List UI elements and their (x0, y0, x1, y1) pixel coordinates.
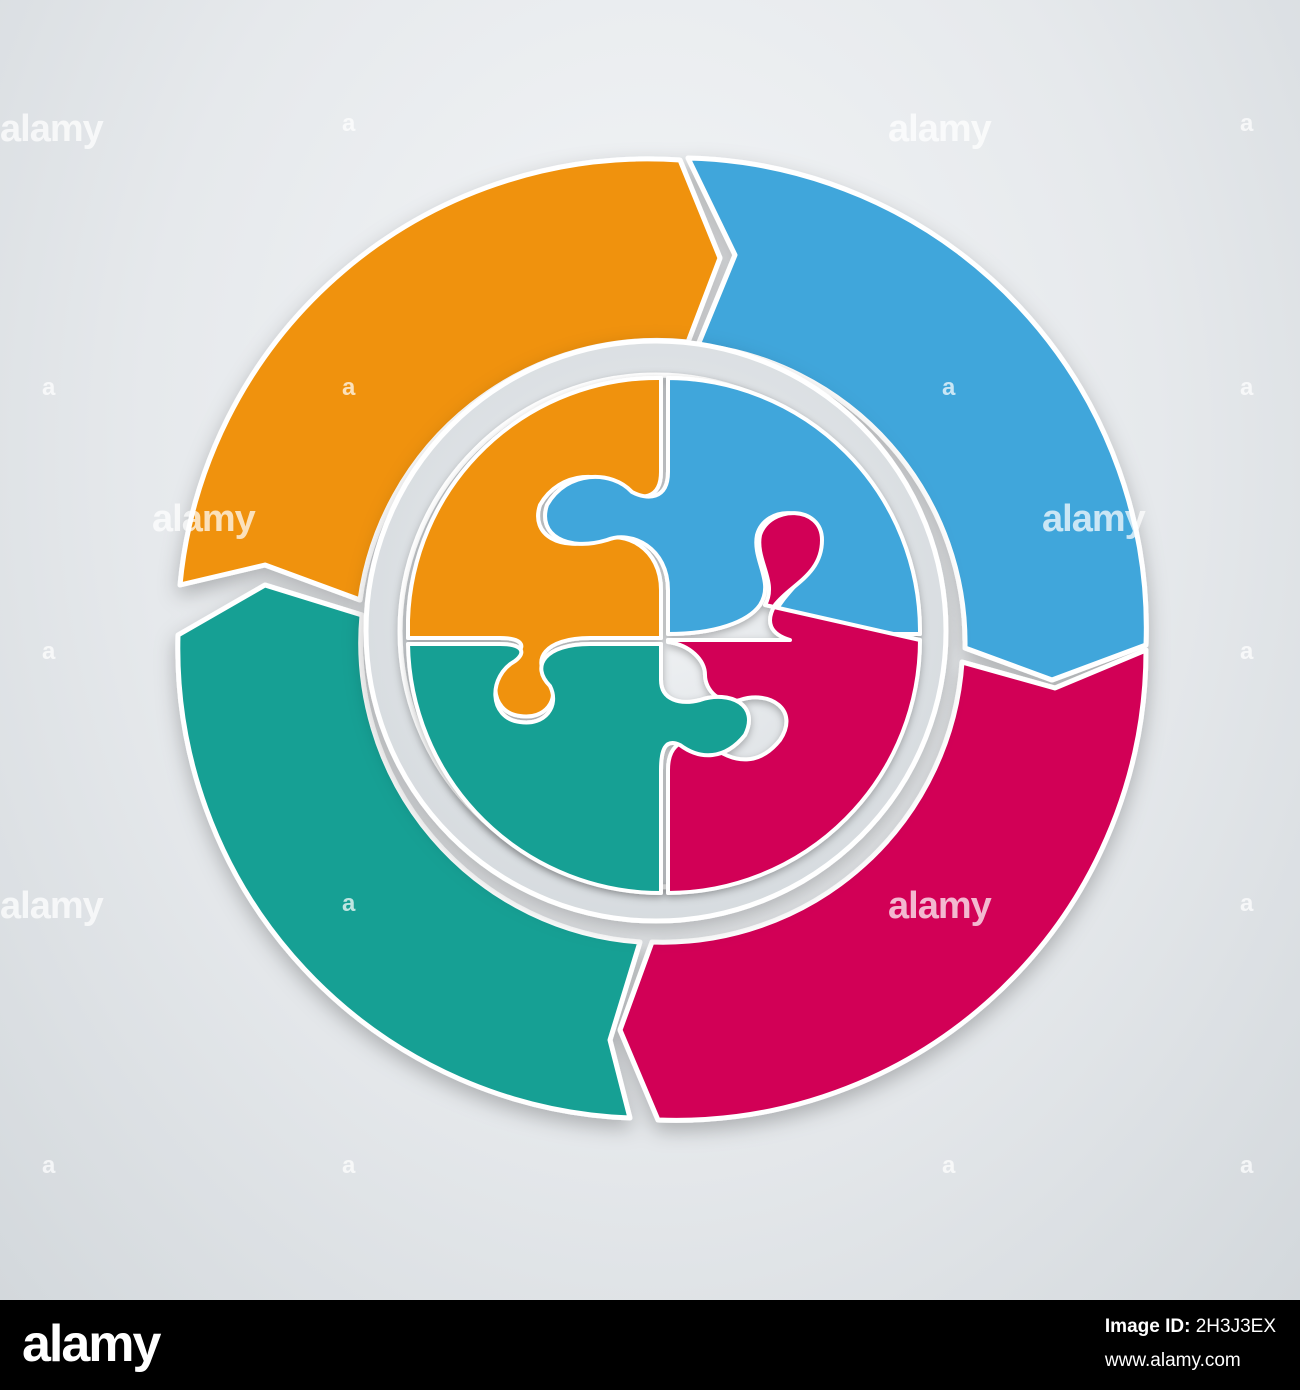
arrow-segment-blue (685, 155, 1149, 683)
watermark-letter: a (42, 638, 56, 665)
watermark-text: alamy (888, 108, 992, 150)
watermark-text: alamy (0, 108, 104, 150)
watermark-letter: a (1240, 890, 1254, 917)
watermark-letter: a (342, 374, 356, 401)
image-id-label: Image ID: (1104, 1316, 1191, 1337)
watermark-text: alamy (888, 885, 992, 927)
watermark-letter: a (342, 110, 356, 137)
watermark-text: alamy (1042, 498, 1146, 540)
watermark-letter: a (942, 1152, 956, 1179)
puzzle-piece-blue (543, 376, 922, 636)
watermark-text: alamy (152, 498, 256, 540)
watermark-letter: a (342, 890, 356, 917)
footer-bar: alamy Image ID: 2H3J3EX www.alamy.com (0, 1300, 1300, 1390)
arrow-segment-magenta (617, 647, 1149, 1123)
watermark-letter: a (1240, 110, 1254, 137)
arrow-segment-teal (175, 582, 643, 1121)
site-url: www.alamy.com (1104, 1350, 1241, 1371)
watermark-letter: a (342, 1152, 356, 1179)
alamy-logo: alamy (22, 1315, 161, 1373)
watermark-text: alamy (0, 885, 104, 927)
image-id: 2H3J3EX (1195, 1316, 1276, 1337)
watermark-letter: a (1240, 638, 1254, 665)
watermark-letter: a (1240, 1152, 1254, 1179)
image-meta: Image ID: 2H3J3EX www.alamy.com (1105, 1310, 1276, 1378)
watermark-letter: a (942, 374, 956, 401)
watermark-letter: a (42, 1152, 56, 1179)
arrow-segment-orange (177, 156, 723, 603)
watermark-letter: a (1240, 374, 1254, 401)
diagram-stage: alamy a alamy a alamy alamy alamy alamy … (0, 0, 1300, 1300)
puzzle-piece-magenta (666, 511, 922, 895)
watermark-letter: a (42, 374, 56, 401)
circular-cycle-diagram (175, 155, 1149, 1123)
puzzle-piece-teal (406, 642, 751, 895)
